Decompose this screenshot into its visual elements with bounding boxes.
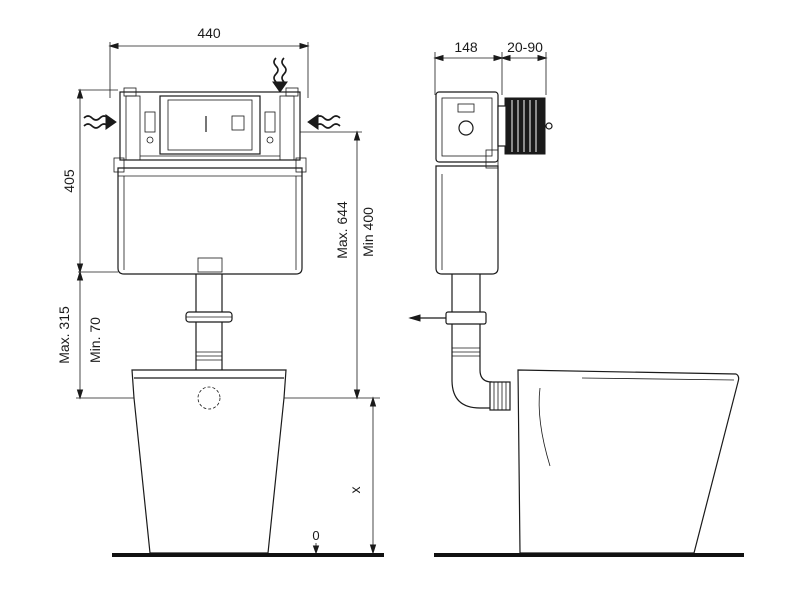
pipe-min-label: Min. 70 bbox=[87, 317, 103, 363]
dimension-floor: x 0 bbox=[312, 396, 377, 555]
toilet-pan-front bbox=[131, 369, 287, 554]
dimension-width: 440 bbox=[108, 25, 310, 98]
depth-label: 148 bbox=[454, 39, 478, 55]
floor-x-label: x bbox=[347, 487, 363, 494]
height-label: 405 bbox=[61, 169, 77, 193]
pipe-max-label: Max. 315 bbox=[56, 306, 72, 364]
inlet-arrow-right-icon bbox=[307, 114, 341, 130]
dimension-drop: Max. 644 Min 400 bbox=[300, 130, 376, 400]
dimension-pipe: Max. 315 Min. 70 bbox=[56, 270, 380, 400]
cistern-side bbox=[435, 91, 499, 275]
flush-pipe-side bbox=[408, 274, 511, 411]
drop-min-label: Min 400 bbox=[360, 207, 376, 257]
toilet-pan-side bbox=[517, 369, 740, 554]
depth-adjust-label: 20-90 bbox=[507, 39, 543, 55]
side-view: 148 20-90 bbox=[408, 39, 744, 557]
front-view: 440 405 Max. 315 Min. 70 Max. 644 bbox=[56, 25, 384, 557]
inlet-arrow-left-icon bbox=[83, 114, 117, 130]
dimension-depth: 148 20-90 bbox=[433, 39, 548, 95]
flush-pipe-front bbox=[185, 274, 233, 370]
floor-zero-label: 0 bbox=[312, 528, 319, 543]
inlet-arrow-top-icon bbox=[272, 57, 288, 93]
drop-max-label: Max. 644 bbox=[334, 201, 350, 259]
width-label: 440 bbox=[197, 25, 221, 41]
cistern-front bbox=[113, 87, 307, 275]
dimension-height: 405 bbox=[61, 88, 118, 274]
flush-actuator bbox=[497, 97, 553, 155]
